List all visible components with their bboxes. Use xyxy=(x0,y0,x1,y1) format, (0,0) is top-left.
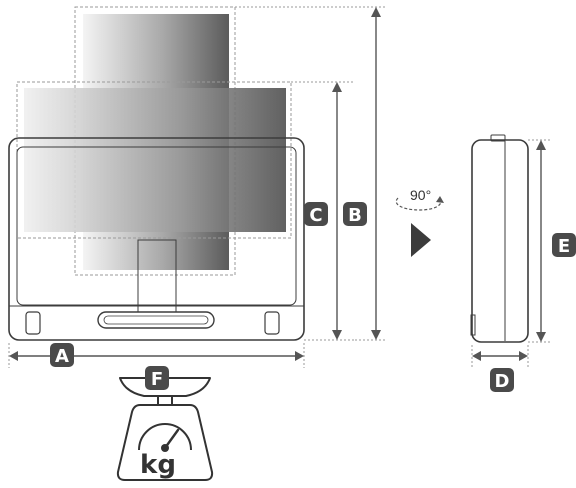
dimension-b xyxy=(235,6,385,341)
badge-d: D xyxy=(490,368,514,392)
case-side xyxy=(470,134,529,343)
svg-text:F: F xyxy=(151,369,163,390)
badge-c: C xyxy=(304,202,328,226)
dimension-d xyxy=(471,345,529,368)
screen-horizontal xyxy=(16,81,292,239)
weight-unit: kg xyxy=(140,450,176,480)
rotation-label: 90° xyxy=(410,187,431,203)
svg-text:B: B xyxy=(348,205,362,226)
svg-text:C: C xyxy=(309,205,322,226)
dimension-e xyxy=(528,139,552,343)
svg-text:A: A xyxy=(55,346,69,367)
scale-icon: kg xyxy=(116,377,214,481)
badge-a: A xyxy=(50,343,74,367)
svg-text:D: D xyxy=(495,371,510,392)
case-front xyxy=(8,137,305,341)
badge-f: F xyxy=(145,366,169,390)
rotate-arrow-icon: 90° xyxy=(395,187,444,211)
badge-e: E xyxy=(552,233,576,257)
svg-text:E: E xyxy=(558,236,570,257)
play-arrow-icon xyxy=(411,223,431,257)
badge-b: B xyxy=(343,202,367,226)
dimension-c xyxy=(291,81,355,341)
